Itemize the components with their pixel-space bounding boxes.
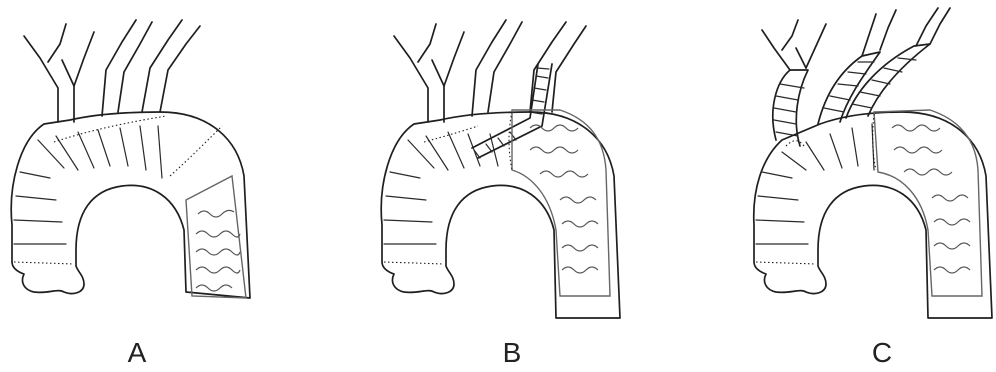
panel-c-stent-graft [874,110,982,296]
panel-label-a: A [128,337,147,368]
panel-a-hemiarch-diagram [11,20,250,298]
panel-a-suture-lines [14,116,222,264]
panel-a-branch-vessels [24,20,200,122]
panel-c-graft-ribs [756,124,874,244]
panel-a-graft-ribs [14,126,162,244]
panel-label-c: C [872,337,892,368]
panel-b-arch-outer-wall [381,112,620,318]
panel-label-b: B [503,337,522,368]
panel-b-bypass-diagram [381,20,620,318]
panel-b-branch-vessels [394,20,586,122]
panel-c-total-arch-diagram [754,8,992,318]
panel-c-suture-lines [756,114,876,264]
panel-c-branch-graft-limbs [773,44,930,146]
panel-a-stent-graft [186,176,246,298]
panel-a-arch-outer-wall [11,112,250,298]
